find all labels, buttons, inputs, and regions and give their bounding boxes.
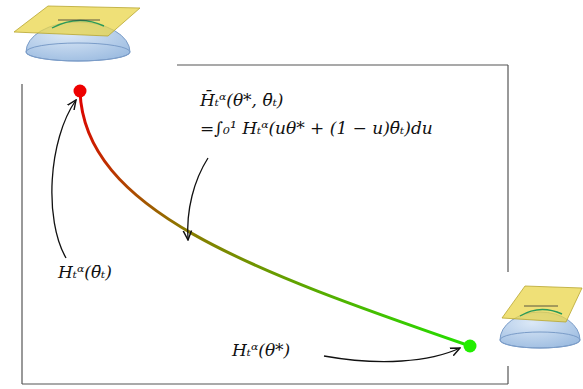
frame (22, 65, 508, 384)
start-point (74, 85, 87, 98)
manifold-icon (14, 6, 140, 61)
end-point (464, 340, 477, 353)
manifold-icon (500, 286, 582, 348)
leader-arrow (188, 158, 208, 240)
leader-arrow (324, 348, 460, 362)
leader-arrow (52, 100, 76, 258)
point-label: Hₜᵅ(θ*) (232, 340, 290, 360)
formula-label: =∫₀¹ Hₜᵅ(uθ* + (1 − u)θ̄ₜ)du (200, 118, 433, 138)
geodesic-curve (80, 91, 470, 346)
point-label: Hₜᵅ(θ̄ₜ) (58, 262, 112, 282)
formula-label: H̄ₜᵅ(θ*, θ̄ₜ) (200, 90, 283, 110)
